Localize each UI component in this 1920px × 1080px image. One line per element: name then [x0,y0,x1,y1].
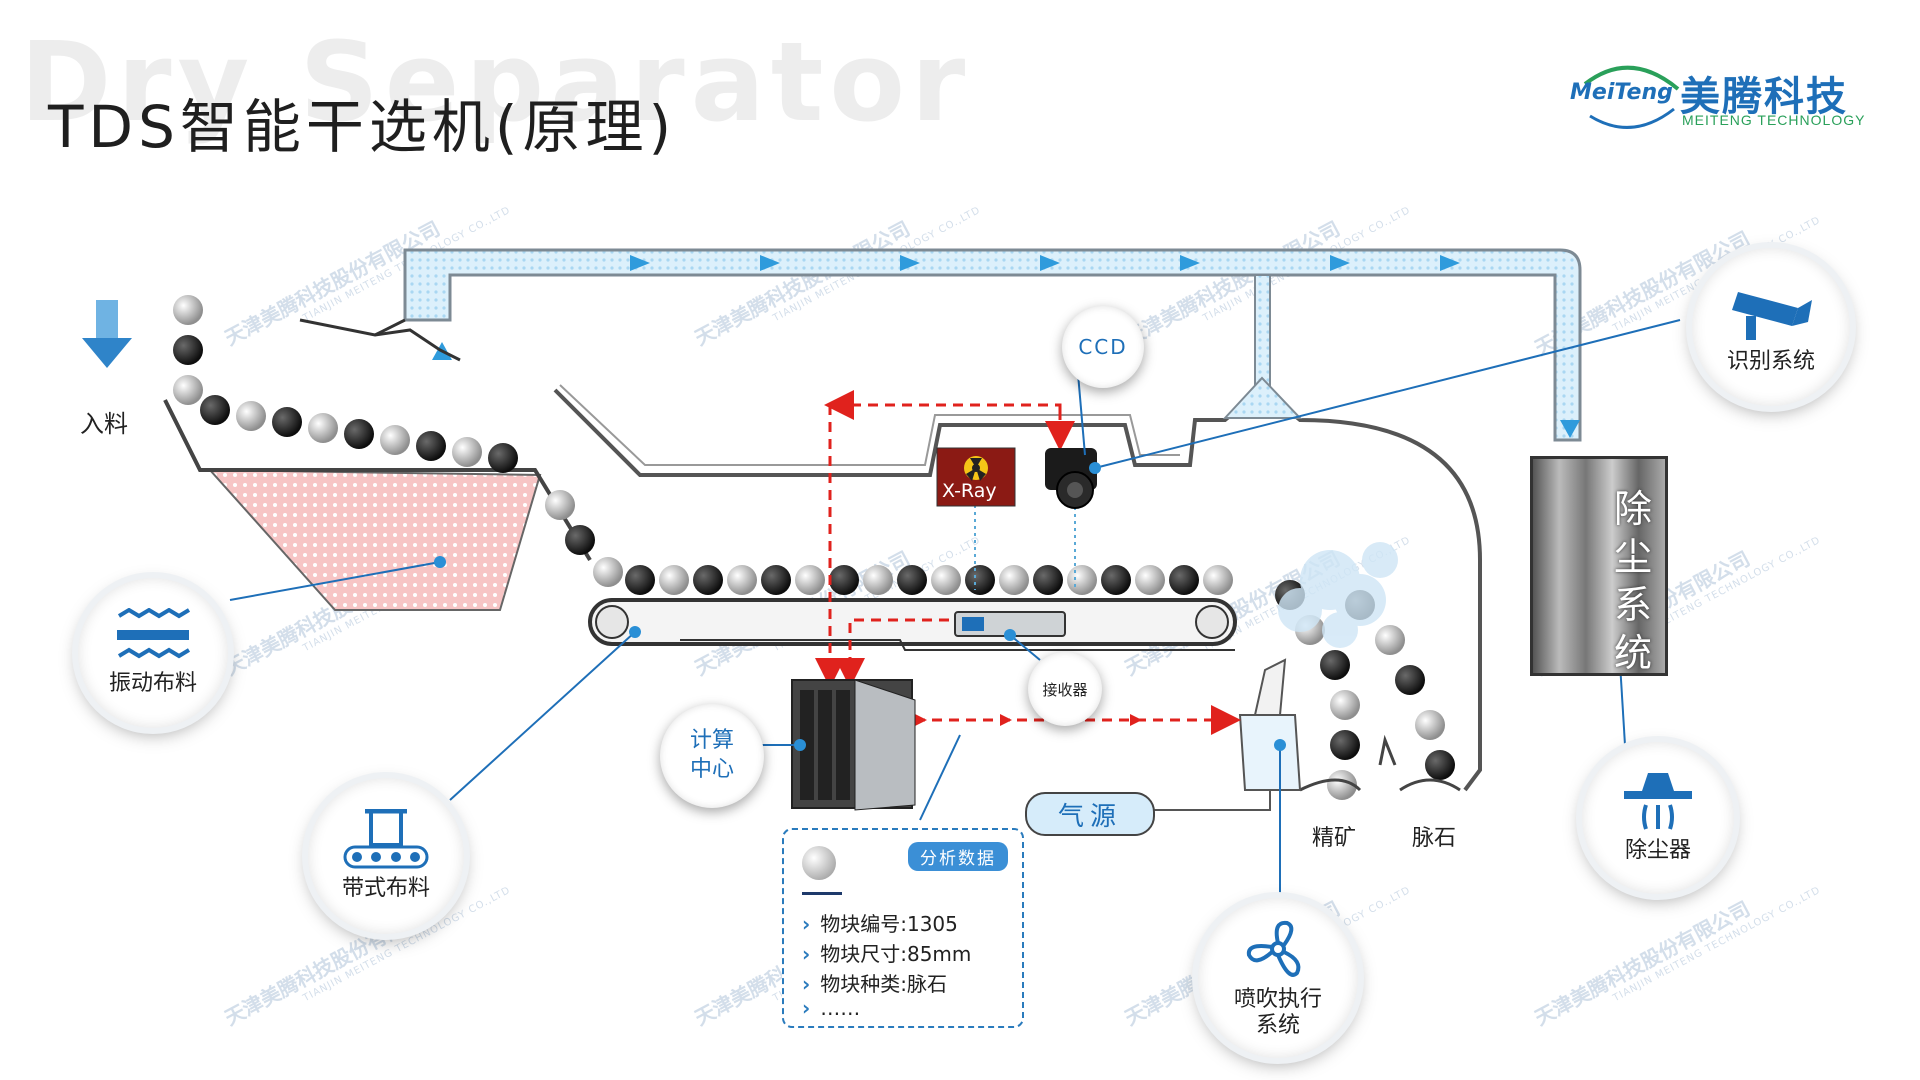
ore-ball [593,557,623,587]
analysis-row: ›物块尺寸:85mm [802,942,972,966]
air-source: 气源 [1025,792,1155,836]
logo-cn: 美腾科技 [1680,74,1848,120]
ore-ball [565,525,595,555]
ccd-label: CCD [1078,335,1128,359]
page-title: TDS智能干选机(原理) [48,93,677,161]
dust-system-label: 除尘系统 [1613,487,1652,675]
ore-ball [693,565,723,595]
fan-icon [1246,920,1301,977]
ore-ball [200,395,230,425]
concentrate-label: 精矿 [1312,826,1357,851]
ore-ball [795,565,825,595]
ore-ball [344,419,374,449]
ore-ball [727,565,757,595]
ore-ball [545,490,575,520]
company-logo: MeiTeng 美腾科技 MEITENG TECHNOLOGY [1570,54,1900,134]
ore-ball [761,565,791,595]
ore-ball [1320,650,1350,680]
analysis-row: ›物块编号:1305 [802,912,958,936]
ore-ball [863,565,893,595]
dust-removal-system: 除尘系统 [1530,456,1668,676]
analysis-row: ›…… [802,996,861,1020]
ore-ball [380,425,410,455]
chevron-right-icon: › [802,912,811,936]
camera-icon [1732,292,1812,341]
gangue-label: 脉石 [1412,826,1457,851]
compute-label: 计算 中心 [689,728,734,782]
logo-en: MeiTeng [1570,80,1673,105]
ore-ball [659,565,689,595]
feature-blowing: 喷吹执行 系统 [1198,898,1358,1058]
ore-ball [236,401,266,431]
feature-label: 识别系统 [1726,349,1815,375]
dust-collector-icon [1624,773,1692,830]
ore-ball [1395,665,1425,695]
feature-dust-collector: 除尘器 [1582,742,1734,894]
receiver-label: 接收器 [1042,680,1088,699]
xray-label: X-Ray [942,480,997,502]
ore-ball [173,295,203,325]
sample-block-icon [802,846,836,880]
ore-ball [1327,770,1357,800]
ore-ball [897,565,927,595]
ore-ball [173,335,203,365]
ore-ball [931,565,961,595]
ore-ball [1067,565,1097,595]
ore-ball [1033,565,1063,595]
logo-sub: MEITENG TECHNOLOGY [1682,112,1866,128]
analysis-data-panel: 分析数据 ›物块编号:1305 ›物块尺寸:85mm ›物块种类:脉石 ›…… [782,828,1024,1028]
ore-ball [173,375,203,405]
feature-label: 喷吹执行 系统 [1233,986,1322,1038]
ore-ball [1330,690,1360,720]
ore-ball [829,565,859,595]
panel-divider [802,892,842,895]
feature-label: 除尘器 [1624,838,1691,864]
analysis-row: ›物块种类:脉石 [802,972,947,996]
ccd-callout: CCD [1062,306,1144,388]
feature-belt: 带式布料 [308,778,464,934]
ore-ball [625,565,655,595]
feature-vibration: 振动布料 [78,578,228,728]
ore-ball [308,413,338,443]
chevron-right-icon: › [802,942,811,966]
ore-ball [452,437,482,467]
belt-feeder-icon [343,809,429,869]
ore-ball [1135,565,1165,595]
chevron-right-icon: › [802,972,811,996]
background-word: Dry Separator [20,18,972,146]
feed-label: 入料 [80,410,128,438]
feature-label: 振动布料 [108,671,197,697]
feature-label: 带式布料 [341,876,430,902]
feed-arrow-icon [96,300,118,340]
ore-ball [1425,750,1455,780]
ore-ball [965,565,995,595]
ore-ball [1169,565,1199,595]
feature-recognition: 识别系统 [1692,248,1850,406]
ore-ball [1415,710,1445,740]
ore-ball [1203,565,1233,595]
ore-ball [999,565,1029,595]
ore-ball [1101,565,1131,595]
compute-center-callout: 计算 中心 [660,704,764,808]
receiver-callout: 接收器 [1028,652,1102,726]
chevron-right-icon: › [802,996,811,1020]
ore-ball [1375,625,1405,655]
logo-swoosh-icon [1583,65,1680,129]
ore-ball [488,443,518,473]
vibration-icon [117,608,191,659]
analysis-tag: 分析数据 [908,842,1008,871]
ore-ball [416,431,446,461]
ore-ball [272,407,302,437]
ore-ball [1330,730,1360,760]
